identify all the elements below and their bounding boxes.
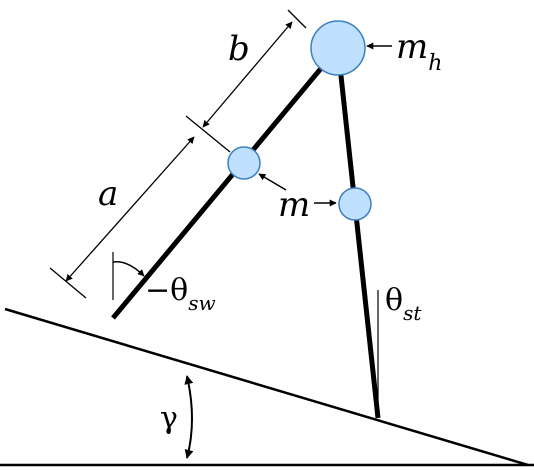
hip-mass (310, 20, 366, 76)
m-pointer-left (258, 173, 287, 191)
swing-leg-mass (227, 146, 261, 180)
dimension-b-arrow (202, 21, 293, 128)
stance-leg (335, 47, 381, 419)
label-slope-angle: γ (160, 401, 178, 436)
label-hip-mass: mh (396, 27, 442, 76)
label-b: b (228, 29, 250, 69)
label-swing-angle: −θsw (145, 273, 216, 315)
label-m: m (278, 185, 310, 225)
label-a: a (98, 174, 118, 214)
label-stance-angle-sub: st (403, 301, 422, 325)
label-swing-angle-sub: sw (188, 291, 215, 315)
stance-leg-mass (338, 187, 372, 221)
dimension-a-arrow (65, 136, 195, 282)
slope-angle-arc (184, 375, 194, 459)
tick-top (287, 9, 307, 29)
label-hip-mass-sub: h (428, 51, 442, 76)
slope-line (4, 307, 529, 467)
swing-angle-arc (112, 261, 145, 277)
label-stance-angle: θst (385, 283, 422, 325)
tick-mid (185, 115, 231, 153)
tick-bottom (49, 267, 87, 299)
